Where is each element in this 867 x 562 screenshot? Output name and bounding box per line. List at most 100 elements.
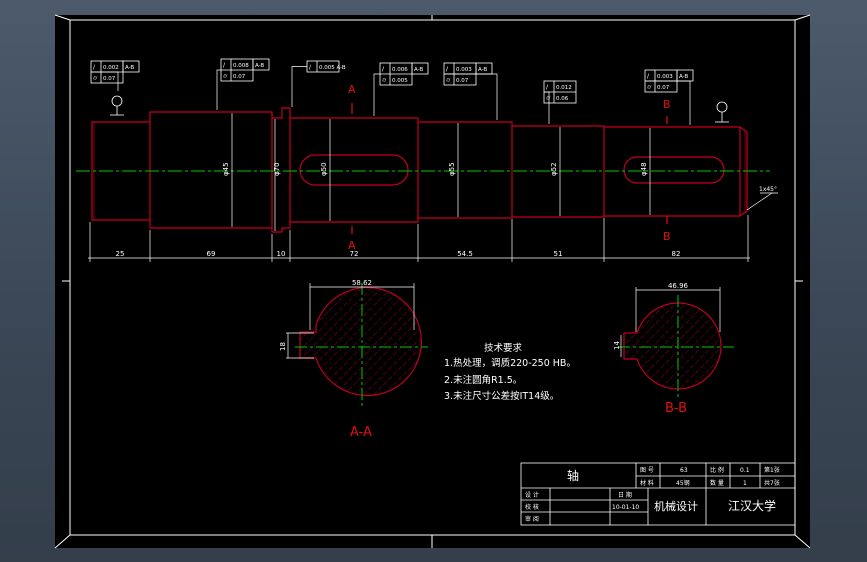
scale-label: 图 号 [640,467,654,474]
tolerance-value: 0.003 [456,67,472,73]
tolerance-frames: ∕ 0.002 ⌭ 0.07 A-B ∕ 0.008 ⌭ 0.07 A-B ∕ 0.005 A-B ∕ 0… [90,58,694,125]
chamfer-callout: 1x45° [746,186,778,211]
len-label-6: 51 [554,250,563,258]
tech-line-2: 2.未注圆角R1.5。 [444,374,522,386]
section-bb: 46.96 14 B-B [613,282,734,416]
tolerance-symbol: ∕ [546,84,549,91]
tolerance-symbol: ∕ [223,62,226,69]
diameter-dim-lines [231,113,651,231]
section-marker-b-top: B [663,98,671,111]
section-aa: 58.62 18 A-A [279,279,428,440]
len-label-5: 54.5 [457,250,473,258]
shaft-outline [91,107,748,233]
tolerance-datum: A-B [255,63,264,69]
tolerance-symbol: ∕ [647,73,650,80]
tech-line-1: 1.热处理，调质220-250 HB。 [444,357,576,369]
len-label-4: 72 [350,250,359,258]
section-aa-title: A-A [350,425,372,440]
tolerance-value: 0.006 [392,67,408,73]
material-value: 45钢 [676,479,690,487]
tolerance-symbol: ∕ [309,64,312,71]
tolerance-symbol: ∕ [93,64,96,71]
date-value: 10-01-10 [612,504,639,511]
tolerance-symbol: ∕ [382,66,385,73]
section-markers: A A B B [348,83,671,252]
tech-line-3: 3.未注尺寸公差按IT14级。 [444,390,559,402]
tolerance-frame: ∕ 0.002 ⌭ 0.07 A-B [90,60,140,91]
tolerance-value: 0.07 [456,78,469,84]
datum-2 [715,101,729,123]
material-label: 材 料 [640,479,654,487]
date-header: 日 期 [618,491,632,499]
len-label-2: 69 [207,250,216,258]
tolerance-frame: ∕ 0.012 ⌭ 0.06 [543,80,577,124]
tolerance-symbol: ⌭ [546,95,551,102]
tolerance-datum: A-B [125,65,134,71]
drawing-frame [54,14,811,549]
scale-value: 63 [680,467,688,474]
tolerance-frame: ∕0.003⌭0.07A-B [644,69,694,125]
tolerance-datum: A-B [414,67,423,73]
section-bb-width: 46.96 [668,282,689,290]
tolerance-value: 0.07 [103,76,116,82]
qty-value: 1 [743,480,747,487]
tolerance-frame: ∕ 0.006 ⌭ 0.005 A-B [373,62,429,116]
length-dim-lines [88,215,750,262]
tech-heading: 技术要求 [484,342,523,354]
tolerance-value: 0.003 [657,74,673,80]
section-marker-a-bottom: A [348,239,356,252]
tolerance-datum: A-B [679,74,688,80]
dia-label-1: φ45 [222,162,230,176]
tolerance-symbol: ⌭ [446,77,451,84]
tolerance-value: 0.008 [233,63,249,69]
dia-label-5: φ52 [550,162,558,176]
tolerance-value: 0.005 A-B [319,65,346,71]
review-label: 审 阅 [525,515,539,523]
tolerance-frame: ∕ 0.003 ⌭ 0.07 A-B [443,62,498,120]
dia-label-3: φ50 [320,162,328,176]
len-label-7: 82 [672,250,681,258]
tolerance-symbol: ⌭ [93,75,98,82]
tolerance-frame: ∕ 0.005 A-B [291,60,346,107]
section-bb-title: B-B [665,401,687,416]
datum-1 [110,95,124,116]
section-bb-key: 14 [613,341,621,350]
course-name: 机械设计 [654,499,698,513]
dia-label-6: φ48 [640,162,648,176]
check-label: 校 核 [525,503,539,511]
school-name: 江汉大学 [728,498,776,513]
dia-label-4: φ55 [448,162,456,176]
qty-label: 数 量 [710,479,724,487]
tolerance-symbol: ⌭ [382,77,387,84]
tolerance-value: 0.012 [556,85,572,91]
chamfer-label: 1x45° [759,186,777,193]
keyway-b [623,156,725,184]
tolerance-symbol: ∕ [446,66,449,73]
design-label: 设 计 [525,491,539,499]
tolerance-value: 0.005 [392,78,408,84]
part-name: 轴 [567,468,579,483]
section-aa-key: 18 [279,342,287,351]
ratio-label: 比 例 [710,466,724,474]
section-aa-width: 58.62 [352,279,372,287]
tolerance-datum: A-B [478,67,487,73]
title-block: 轴 图 号 63 材 料 45钢 比 例 0.1 第1张 数 量 1 共7张 设… [520,462,796,526]
length-labels: 25 69 10 72 54.5 51 82 [116,250,681,258]
tolerance-value: 0.002 [103,65,119,71]
tolerance-value: 0.07 [657,85,670,91]
len-label-3: 10 [277,250,286,258]
drawing-area [55,15,810,548]
diameter-labels: φ45 φ70 φ50 φ55 φ52 φ48 [222,162,648,176]
keyway-a [299,154,409,186]
section-marker-a-top: A [348,83,356,96]
technical-requirements: 技术要求 1.热处理，调质220-250 HB。 2.未注圆角R1.5。 3.未… [444,342,576,402]
dia-label-2: φ70 [273,162,281,176]
section-marker-b-bottom: B [663,230,671,243]
tolerance-symbol: ⌭ [223,73,228,80]
sheet-label: 第1张 [764,466,780,474]
tolerance-value: 0.07 [233,74,246,80]
tolerance-value: 0.06 [556,96,569,102]
len-label-1: 25 [116,250,125,258]
total-label: 共7张 [764,479,780,487]
